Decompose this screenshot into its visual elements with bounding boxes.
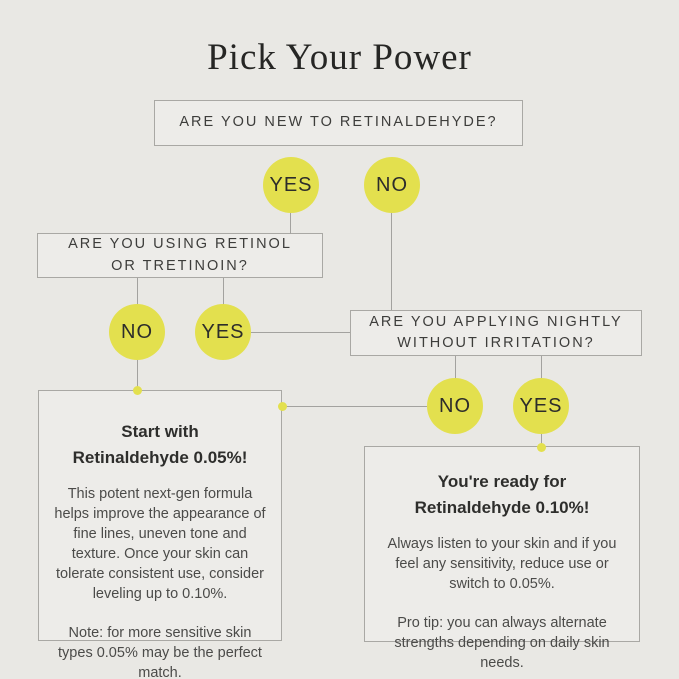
result-note: Note: for more sensitive skin types 0.05… <box>58 625 262 679</box>
connector-line-no1-to-q3 <box>391 213 392 310</box>
question-box-using-retinol: ARE YOU USING RETINOL OR TRETINOIN? <box>37 233 323 278</box>
connector-dot <box>537 443 546 452</box>
connector-dot <box>133 386 142 395</box>
question-text: ARE YOU USING RETINOL OR TRETINOIN? <box>68 236 292 274</box>
answer-label: YES <box>519 394 563 417</box>
question-text: ARE YOU APPLYING NIGHTLY WITHOUT IRRITAT… <box>369 313 623 351</box>
connector-line-yes2-to-q3 <box>251 332 350 333</box>
question-box-new-to-retinaldehyde: ARE YOU NEW TO RETINALDEHYDE? <box>154 100 523 146</box>
page-title: Pick Your Power <box>207 37 472 78</box>
answer-circle-no-q3: NO <box>427 378 483 434</box>
connector-line-yes1-to-q2 <box>290 213 291 234</box>
result-note: Pro tip: you can always alternate streng… <box>394 615 610 671</box>
answer-label: NO <box>376 173 408 196</box>
connector-line-q3-to-no3 <box>455 356 456 379</box>
answer-circle-yes-q1: YES <box>263 157 319 213</box>
connector-line-no3-to-left-result <box>282 406 427 407</box>
answer-circle-yes-q2: YES <box>195 304 251 360</box>
result-box-start-005: Start with Retinaldehyde 0.05%! This pot… <box>38 390 282 679</box>
connector-line-q2-to-yes2 <box>223 278 224 305</box>
result-body: Always listen to your skin and if you fe… <box>387 536 617 592</box>
connector-dot <box>278 402 287 411</box>
question-text: ARE YOU NEW TO RETINALDEHYDE? <box>179 114 498 131</box>
connector-line-q2-to-no2 <box>137 278 138 305</box>
connector-line-yes3-to-right-result <box>541 433 542 447</box>
answer-circle-no-q2: NO <box>109 304 165 360</box>
answer-circle-yes-q3: YES <box>513 378 569 434</box>
answer-label: NO <box>121 320 153 343</box>
answer-label: NO <box>439 394 471 417</box>
connector-line-q3-to-yes3 <box>541 356 542 379</box>
answer-label: YES <box>201 320 245 343</box>
question-box-applying-nightly: ARE YOU APPLYING NIGHTLY WITHOUT IRRITAT… <box>350 310 642 356</box>
result-body: This potent next-gen formula helps impro… <box>54 486 266 602</box>
result-box-ready-010: You're ready for Retinaldehyde 0.10%! Al… <box>364 446 640 671</box>
connector-line-no2-to-left-result <box>137 359 138 390</box>
result-heading: You're ready for Retinaldehyde 0.10%! <box>414 472 590 517</box>
answer-label: YES <box>269 173 313 196</box>
result-heading: Start with Retinaldehyde 0.05%! <box>72 422 248 467</box>
answer-circle-no-q1: NO <box>364 157 420 213</box>
